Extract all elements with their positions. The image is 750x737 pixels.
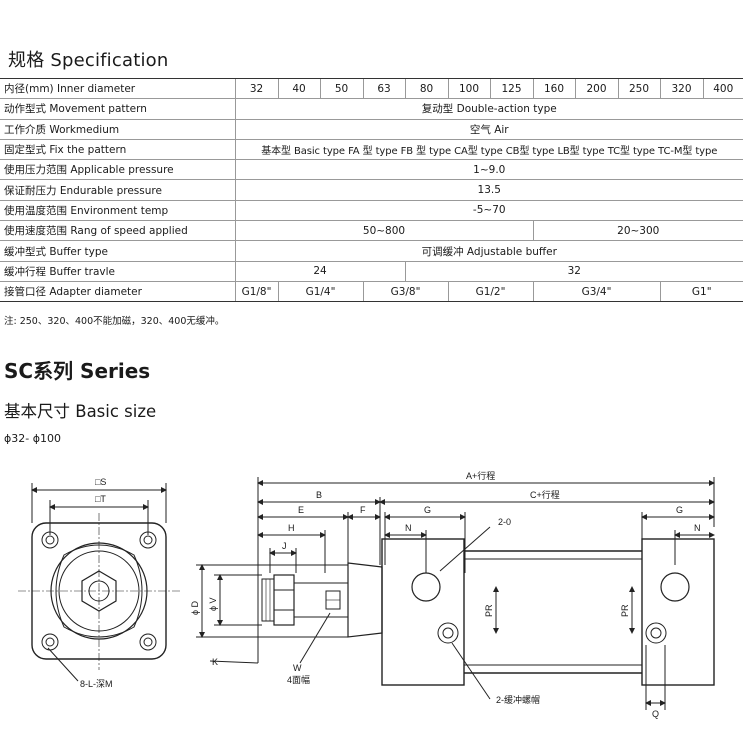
label-inner-diameter: 内径(mm) Inner diameter — [0, 77, 235, 100]
bore-cell: 160 — [532, 77, 575, 100]
fix-cb: CB型 type — [505, 146, 555, 158]
side-view — [196, 477, 715, 710]
fix-lb: LB型 type — [557, 146, 605, 158]
value-medium: 空气 Air — [234, 119, 743, 140]
value-movement: 复动型 Double-action type — [234, 98, 743, 120]
bore-cell: 125 — [489, 77, 533, 100]
dim-s-label: □S — [95, 477, 106, 487]
dim-l-label: 8-L-深M — [80, 679, 113, 689]
row-fix: 固定型式 Fix the pattern 基本型 Basic type FA 型… — [0, 139, 743, 161]
label-medium: 工作介质 Workmedium — [0, 119, 235, 140]
value-buffer-travel-low: 24 — [234, 261, 405, 282]
bore-cell: 63 — [362, 77, 405, 100]
dim-g2-label: G — [676, 505, 683, 515]
bore-cell: 200 — [574, 77, 618, 100]
row-inner-diameter: 内径(mm) Inner diameter 32 40 50 63 80 100… — [0, 77, 743, 100]
value-temp: -5~70 — [234, 200, 743, 222]
dim-n-label: N — [405, 523, 412, 533]
row-adapter: 接管口径 Adapter diameter G1/8" G1/4" G3/8" … — [0, 281, 743, 303]
label-buffer-type: 缓冲型式 Buffer type — [0, 240, 235, 262]
dim-e-label: E — [298, 505, 304, 515]
dim-a-label: A+行程 — [466, 470, 495, 481]
row-buffer-travel: 缓冲行程 Buffer travle 24 32 — [0, 261, 743, 282]
bore-cell: 100 — [447, 77, 490, 100]
adapter-cell: G1/4" — [277, 281, 363, 303]
dim-h-label: H — [288, 523, 295, 533]
value-endurable: 13.5 — [234, 179, 743, 201]
adapter-cell: G1" — [659, 281, 743, 303]
value-speed-high: 20~300 — [532, 220, 743, 242]
row-movement: 动作型式 Movement pattern 复动型 Double-action … — [0, 98, 743, 120]
row-buffer-type: 缓冲型式 Buffer type 可调缓冲 Adjustable buffer — [0, 240, 743, 262]
spec-note: 注: 250、320、400不能加磁，320、400无缓冲。 — [4, 316, 225, 327]
fix-fb: FB 型 type — [400, 146, 452, 158]
adapter-cell: G3/4" — [532, 281, 660, 303]
bore-cell: 50 — [319, 77, 363, 100]
dim-pr-label: PR — [484, 604, 494, 617]
basic-size-title: 基本尺寸 Basic size — [4, 402, 157, 421]
series-title: SC系列 Series — [4, 359, 151, 383]
bore-cell: 32 — [234, 77, 278, 100]
bore-cell: 80 — [404, 77, 448, 100]
dim-v-label: ϕ V — [208, 597, 218, 611]
label-pressure: 使用压力范围 Applicable pressure — [0, 159, 235, 181]
dim-k-label: K — [212, 657, 218, 667]
bore-cell: 320 — [659, 77, 703, 100]
fix-ca: CA型 type — [454, 146, 503, 158]
dim-g-label: G — [424, 505, 431, 515]
cylinder-dimension-drawing: □S □T 8-L-深M — [18, 470, 715, 719]
row-speed: 使用速度范围 Rang of speed applied 50~800 20~3… — [0, 220, 743, 242]
dim-d-label: ϕ D — [190, 600, 200, 615]
adapter-cell: G1/2" — [447, 281, 533, 303]
adapter-cell: G3/8" — [362, 281, 448, 303]
fix-basic: 基本型 Basic type — [261, 146, 345, 158]
dim-t-label: □T — [95, 494, 106, 504]
port-label: 2-0 — [498, 517, 511, 527]
spec-table: 内径(mm) Inner diameter 32 40 50 63 80 100… — [0, 77, 743, 303]
dim-pr2-label: PR — [620, 604, 630, 617]
bore-cell: 400 — [702, 77, 743, 100]
row-temp: 使用温度范围 Environment temp -5~70 — [0, 200, 743, 222]
row-medium: 工作介质 Workmedium 空气 Air — [0, 119, 743, 140]
label-temp: 使用温度范围 Environment temp — [0, 200, 235, 222]
value-buffer-travel-high: 32 — [404, 261, 743, 282]
dim-n2-label: N — [694, 523, 701, 533]
dim-c-label: C+行程 — [530, 489, 560, 500]
label-adapter: 接管口径 Adapter diameter — [0, 281, 235, 303]
label-fix: 固定型式 Fix the pattern — [0, 139, 235, 161]
bore-cell: 250 — [617, 77, 660, 100]
dim-q-label: Q — [652, 709, 659, 719]
value-fix: 基本型 Basic type FA 型 type FB 型 type CA型 t… — [234, 139, 743, 161]
row-endurable: 保证耐压力 Endurable pressure 13.5 — [0, 179, 743, 201]
adapter-cell: G1/8" — [234, 281, 278, 303]
bore-range-label: ϕ32- ϕ100 — [4, 432, 61, 445]
row-pressure: 使用压力范围 Applicable pressure 1~9.0 — [0, 159, 743, 181]
bore-cell: 40 — [277, 77, 320, 100]
label-movement: 动作型式 Movement pattern — [0, 98, 235, 120]
spec-title: 规格 Specification — [8, 50, 169, 71]
label-speed: 使用速度范围 Rang of speed applied — [0, 220, 235, 242]
value-pressure: 1~9.0 — [234, 159, 743, 181]
dim-b-label: B — [316, 490, 322, 500]
fix-fa: FA 型 type — [348, 146, 398, 158]
value-speed-low: 50~800 — [234, 220, 533, 242]
label-buffer-travel: 缓冲行程 Buffer travle — [0, 261, 235, 282]
fix-tc: TC型 type — [607, 146, 655, 158]
label-endurable: 保证耐压力 Endurable pressure — [0, 179, 235, 201]
fix-tcm: TC-M型 type — [658, 146, 718, 158]
dim-w-label: W — [293, 663, 302, 673]
dim-w-note: 4面幅 — [287, 674, 310, 685]
end-view — [18, 483, 180, 682]
dim-f-label: F — [360, 505, 366, 515]
cushion-label: 2-缓冲螺帽 — [496, 694, 540, 705]
value-buffer-type: 可调缓冲 Adjustable buffer — [234, 240, 743, 262]
dim-j-label: J — [282, 541, 287, 551]
